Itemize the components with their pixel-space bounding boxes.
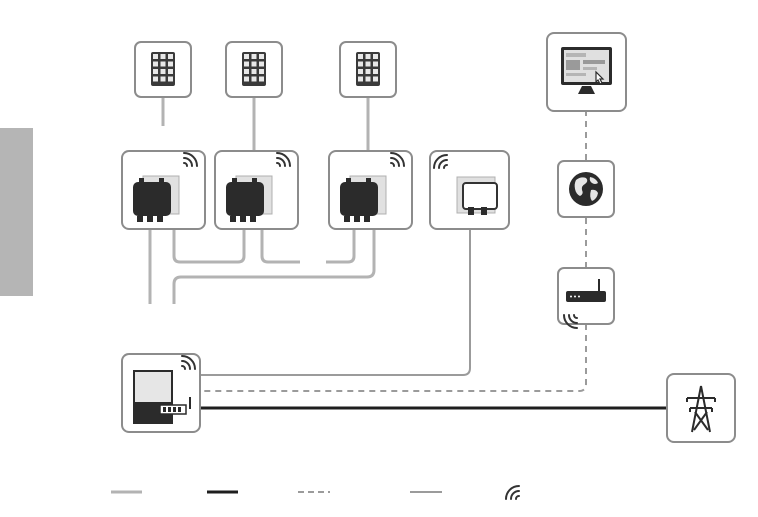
microinverter: [122, 151, 205, 229]
pv-module: [226, 42, 282, 97]
legend: [111, 486, 519, 499]
internet: [558, 161, 614, 217]
router: [558, 268, 614, 328]
dc-wiring: [150, 96, 470, 375]
monitoring-portal: [547, 33, 626, 111]
wifi-icon: [506, 486, 519, 499]
microinverter: [329, 151, 412, 229]
communication-unit: [430, 151, 509, 229]
energy-meter: [122, 354, 200, 432]
globe-icon: [569, 172, 603, 206]
pv-module: [340, 42, 396, 97]
pv-module: [135, 42, 191, 97]
side-tab: [0, 128, 33, 296]
utility-grid: [667, 374, 735, 442]
microinverter: [215, 151, 298, 229]
